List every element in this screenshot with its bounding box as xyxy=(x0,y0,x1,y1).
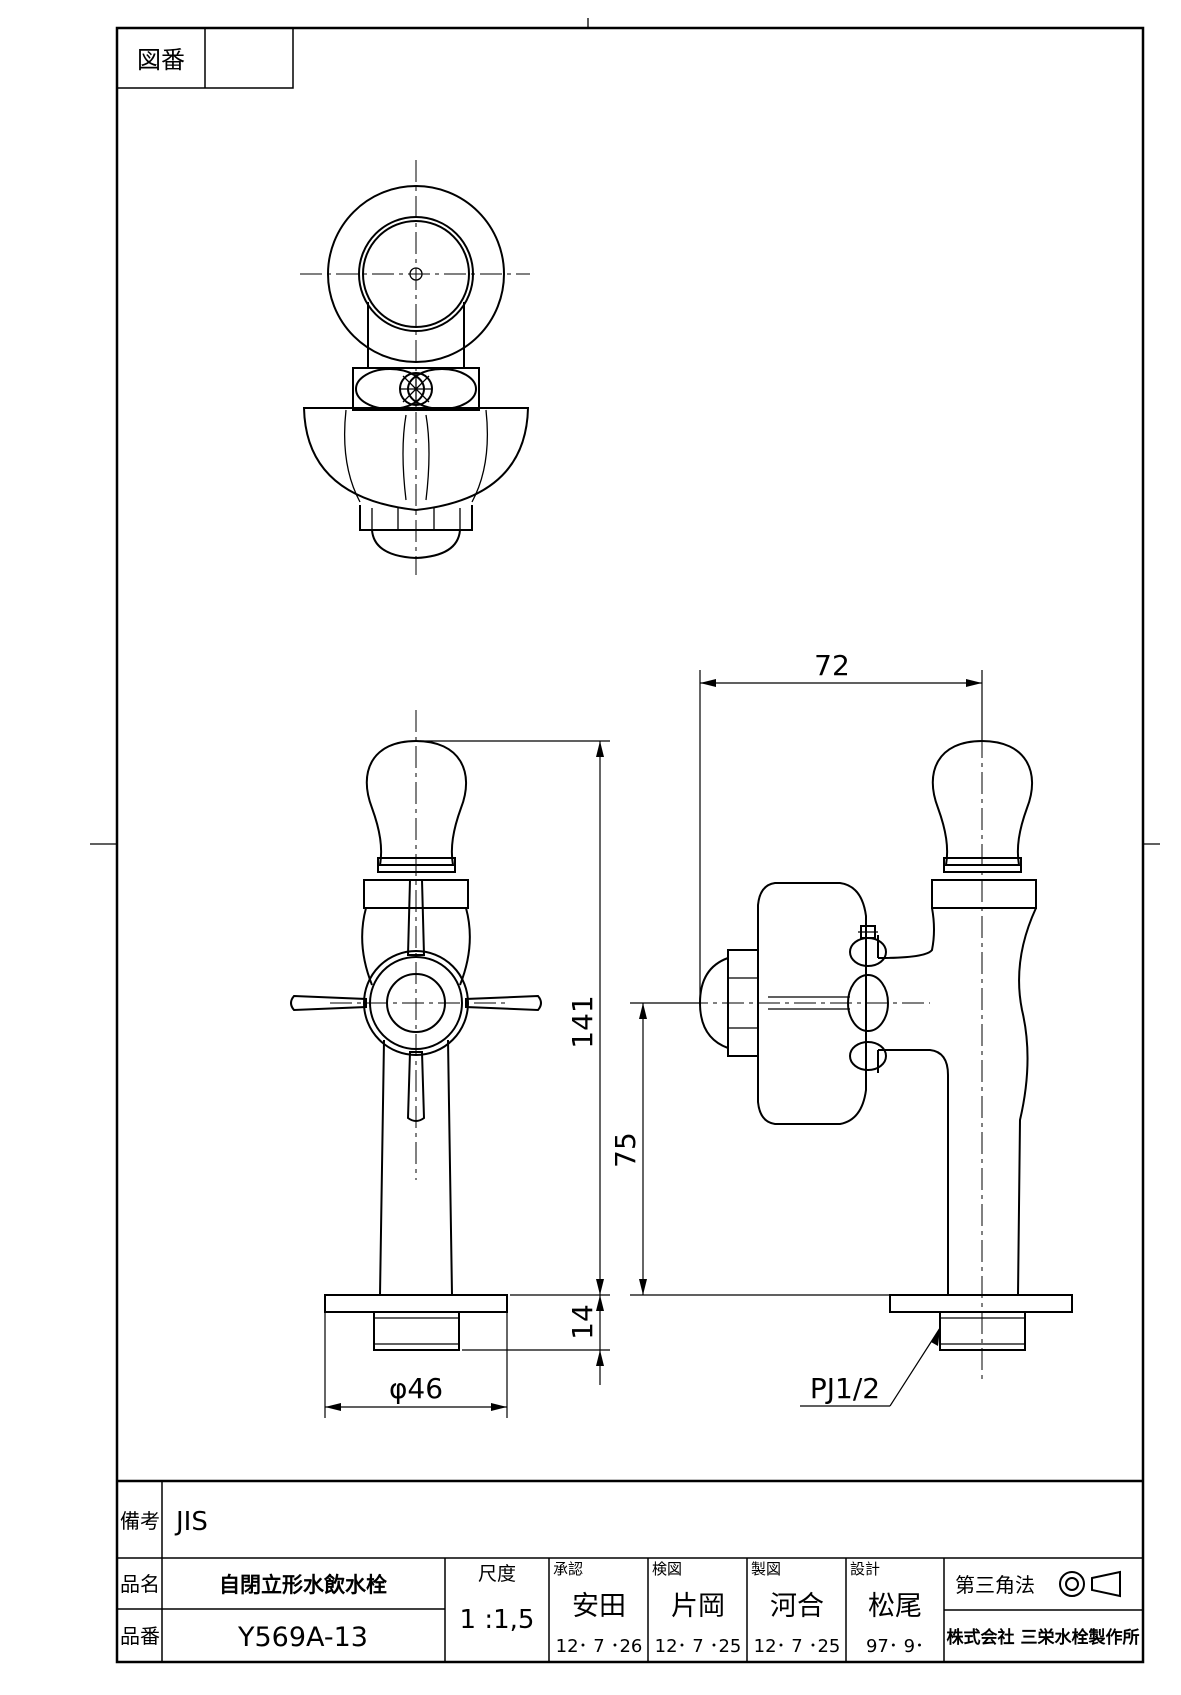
product-number-label: 品番 xyxy=(120,1624,160,1648)
designed-name: 松尾 xyxy=(868,1591,922,1622)
remarks-label: 備考 xyxy=(120,1509,160,1533)
third-angle-projection-icon xyxy=(1059,1570,1121,1598)
top-view xyxy=(300,160,530,575)
dimension-phi46: φ46 xyxy=(324,1312,508,1418)
product-name-value: 自閉立形水飲水栓 xyxy=(219,1573,387,1597)
company-name: 株式会社 三栄水栓製作所 xyxy=(947,1627,1140,1648)
designed-label: 設計 xyxy=(850,1560,880,1578)
title-block: 備考 JIS 品名 自閉立形水飲水栓 品番 Y569A-13 尺度 1 :1,5… xyxy=(117,1479,1143,1662)
drawn-date: 12･ 7 ･25 xyxy=(754,1636,841,1657)
drawing-frame xyxy=(115,26,1145,1664)
dimension-75: 75 xyxy=(609,1002,890,1296)
designed-date: 97･ 9･ xyxy=(866,1636,924,1657)
checked-name: 片岡 xyxy=(671,1591,725,1622)
thread-callout-text: PJ1/2 xyxy=(810,1372,880,1405)
dimension-14: 14 xyxy=(462,1295,610,1385)
drawing-number-label: 図番 xyxy=(137,46,185,74)
approved-name: 安田 xyxy=(572,1591,626,1622)
dimension-phi46-text: φ46 xyxy=(389,1372,443,1405)
checked-label: 検図 xyxy=(652,1560,682,1578)
scale-value: 1 :1,5 xyxy=(460,1605,535,1635)
projection-label: 第三角法 xyxy=(955,1573,1035,1597)
drawing-number-box: 図番 xyxy=(116,27,294,89)
drawn-name: 河合 xyxy=(770,1591,824,1622)
product-number-value: Y569A-13 xyxy=(237,1622,368,1653)
dimension-72: 72 xyxy=(699,649,983,1010)
thread-callout: PJ1/2 xyxy=(800,1327,941,1407)
dimension-72-text: 72 xyxy=(814,649,850,682)
product-name-label: 品名 xyxy=(120,1572,160,1596)
side-view xyxy=(650,700,1073,1380)
front-view xyxy=(290,710,542,1351)
remarks-value: JIS xyxy=(174,1507,208,1537)
dimension-141-text: 141 xyxy=(566,995,599,1048)
dimension-14-text: 14 xyxy=(566,1304,599,1340)
approved-label: 承認 xyxy=(553,1560,583,1578)
scale-label: 尺度 xyxy=(478,1563,516,1585)
dimension-75-text: 75 xyxy=(609,1132,642,1168)
checked-date: 12･ 7 ･25 xyxy=(655,1636,742,1657)
drawn-label: 製図 xyxy=(751,1560,781,1578)
approved-date: 12･ 7 ･26 xyxy=(556,1636,643,1657)
dimension-141: 141 xyxy=(420,740,610,1296)
